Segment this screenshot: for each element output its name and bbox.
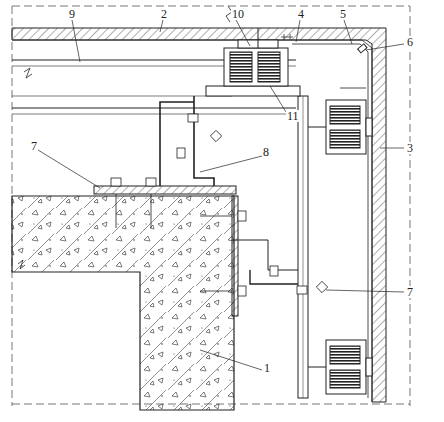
callout-number: 10 — [231, 8, 245, 20]
callout-number: 7 — [30, 140, 38, 152]
callout-number: 8 — [262, 146, 270, 158]
callout-number: 9 — [68, 8, 76, 20]
callout-number: 3 — [406, 142, 414, 154]
callout-number: 4 — [297, 8, 305, 20]
callout-number: 2 — [160, 8, 168, 20]
callout-number: 11 — [286, 110, 300, 122]
callout-number: 1 — [263, 362, 271, 374]
callout-number: 6 — [406, 36, 414, 48]
callout-number: 5 — [339, 8, 347, 20]
callout-number: 7 — [406, 286, 414, 298]
